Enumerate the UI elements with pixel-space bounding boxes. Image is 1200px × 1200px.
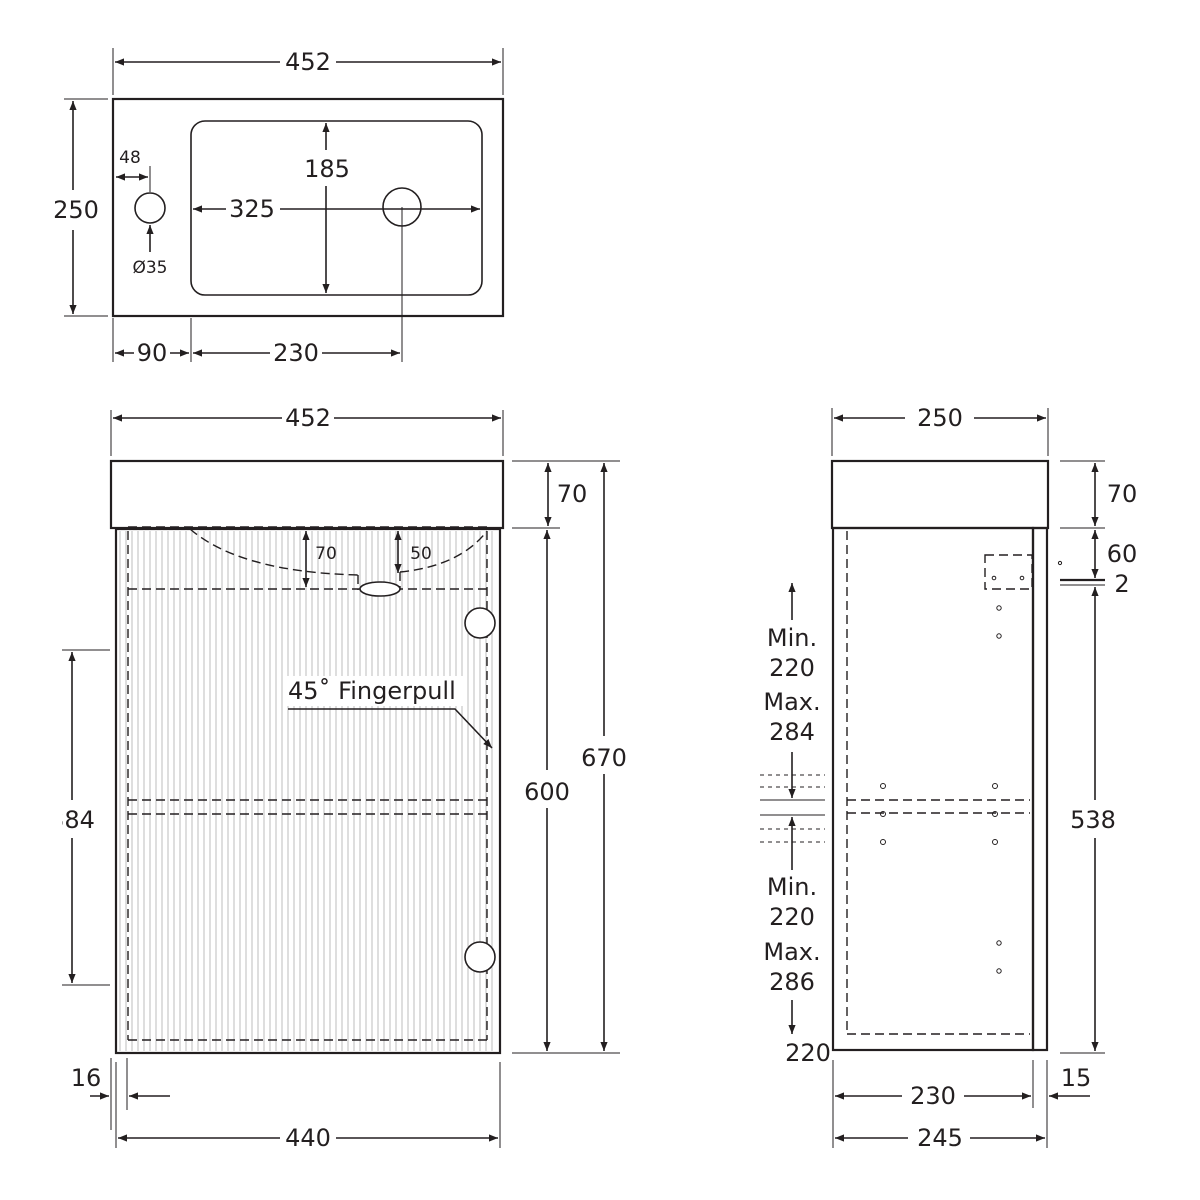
lower-min-label: Min. xyxy=(767,873,817,901)
side-view: 250 70 60 2 538 Min. 220 Max. 284 Min. xyxy=(760,404,1137,1152)
internal-depth-label: 230 xyxy=(910,1082,956,1110)
overall-height-label: 670 xyxy=(581,744,627,772)
fingerpull-upper-icon xyxy=(464,607,496,639)
internal-70-label: 70 xyxy=(315,544,337,564)
front-basin-top xyxy=(109,459,505,530)
upper-min-value: 220 xyxy=(769,654,815,682)
cabinet-depth-label: 245 xyxy=(917,1124,963,1152)
fingerpull-lower-icon xyxy=(464,941,496,973)
plan-bowl-outline xyxy=(190,120,483,296)
bottom-220-label: 220 xyxy=(785,1039,831,1067)
back-gap-label: 15 xyxy=(1061,1064,1092,1092)
lower-max-label: Max. xyxy=(763,938,820,966)
side-basin-top xyxy=(830,459,1050,530)
upper-min-label: Min. xyxy=(767,624,817,652)
front-view: 70 50 45˚ Fingerpull 452 70 600 670 38 xyxy=(0,404,627,1152)
side-basin-height-label: 70 xyxy=(1107,480,1138,508)
front-width-label: 452 xyxy=(285,404,331,432)
fingerpull-callout: 45˚ Fingerpull xyxy=(288,677,456,705)
bowl-to-waste-label: 230 xyxy=(273,339,319,367)
lower-max-value: 286 xyxy=(769,968,815,996)
side-cabinet-body xyxy=(831,526,1035,1052)
tap-offset-label: 48 xyxy=(119,148,141,168)
tap-to-bowl-label: 90 xyxy=(137,339,168,367)
side-door-panel xyxy=(1031,526,1049,1052)
door-offset-label: 16 xyxy=(71,1064,102,1092)
side-depth-label: 250 xyxy=(917,404,963,432)
cabinet-height-label: 600 xyxy=(524,778,570,806)
gap-2-label: 2 xyxy=(1114,570,1129,598)
upper-max-label: Max. xyxy=(763,688,820,716)
upper-max-value: 284 xyxy=(769,718,815,746)
plan-depth-label: 250 xyxy=(53,196,99,224)
bowl-depth-label: 185 xyxy=(304,155,350,183)
rail-60-label: 60 xyxy=(1107,540,1138,568)
lower-min-value: 220 xyxy=(769,903,815,931)
shelf-pin-holes xyxy=(880,560,1063,974)
bowl-width-label: 325 xyxy=(229,195,275,223)
plan-view: 452 250 48 Ø35 325 185 90 230 xyxy=(53,48,505,367)
internal-50-label: 50 xyxy=(410,544,432,564)
side-cabinet-height-label: 538 xyxy=(1070,806,1116,834)
waste-pipe-icon xyxy=(359,581,401,597)
plan-basin-outline xyxy=(111,97,505,318)
front-basin-height-label: 70 xyxy=(557,480,588,508)
tap-diameter-label: Ø35 xyxy=(132,258,167,278)
cabinet-width-label: 440 xyxy=(285,1124,331,1152)
tap-hole-icon xyxy=(134,192,166,224)
fluted-door-pattern xyxy=(119,531,493,1051)
plan-width-label: 452 xyxy=(285,48,331,76)
